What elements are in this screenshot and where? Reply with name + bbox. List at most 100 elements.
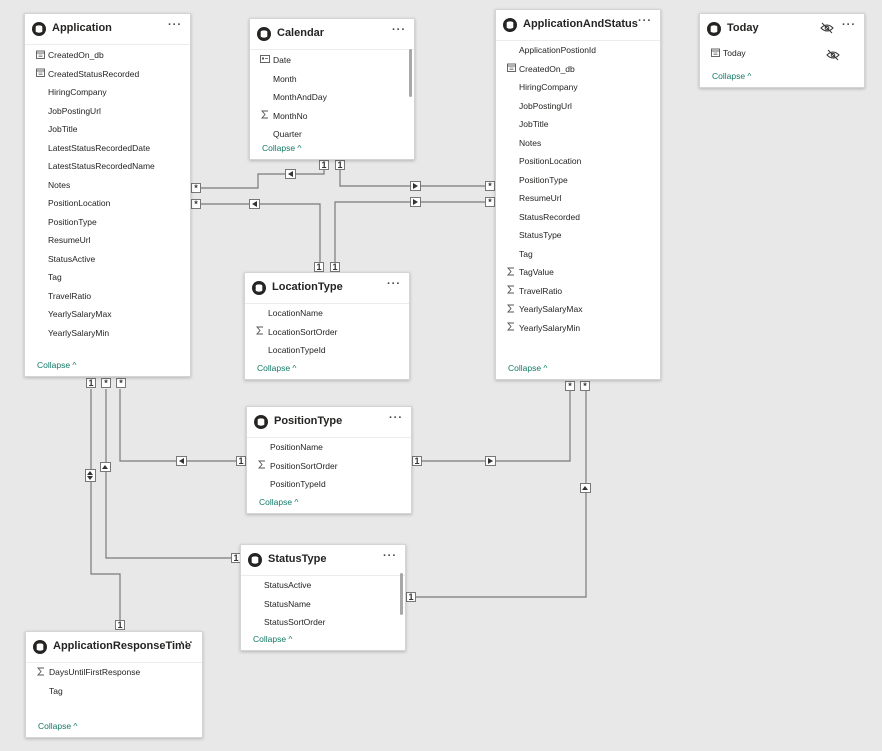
filter-up-arrow-icon[interactable] [580,483,591,493]
field-row[interactable]: YearlySalaryMax [25,305,190,324]
filter-left-arrow-icon[interactable] [249,199,260,209]
more-options-icon[interactable]: ··· [387,278,401,290]
date-hierarchy-icon [260,51,270,70]
table-header[interactable]: PositionType ··· [247,407,411,438]
table-header[interactable]: StatusType ··· [241,545,405,576]
field-row[interactable]: LatestStatusRecordedDate [25,139,190,158]
field-row[interactable]: Tag [496,245,660,264]
field-row[interactable]: JobPostingUrl [25,102,190,121]
field-label: PositionName [270,442,323,452]
hidden-eye-icon[interactable] [820,21,834,39]
table-header[interactable]: Application ··· [25,14,190,45]
table-application-response-time[interactable]: ApplicationResponseTime ··· DaysUntilFir… [25,631,203,738]
field-row[interactable]: Notes [25,176,190,195]
field-label: Tag [519,248,533,259]
table-header[interactable]: Today ··· [700,14,864,44]
field-row[interactable]: YearlySalaryMin [25,324,190,343]
collapse-button[interactable]: Collapse ^ [259,497,299,507]
field-row[interactable]: Tag [26,682,202,701]
filter-both-arrow-icon[interactable] [85,469,96,482]
collapse-button[interactable]: Collapse ^ [262,143,302,153]
field-row[interactable]: PositionType [25,213,190,232]
field-row[interactable]: TagValue [496,263,660,282]
field-row[interactable]: PositionLocation [496,152,660,171]
field-row[interactable]: CreatedOn_db [25,46,190,65]
field-row[interactable]: LocationTypeId [245,341,409,360]
field-row[interactable]: LatestStatusRecordedName [25,157,190,176]
scrollbar[interactable] [400,573,403,615]
collapse-button[interactable]: Collapse ^ [257,363,297,373]
field-row[interactable]: HiringCompany [496,78,660,97]
more-options-icon[interactable]: ··· [389,412,403,424]
field-row[interactable]: StatusType [496,226,660,245]
field-row[interactable]: ResumeUrl [25,231,190,250]
filter-left-arrow-icon[interactable] [176,456,187,466]
field-row[interactable]: Today [700,44,864,63]
collapse-button[interactable]: Collapse ^ [37,360,77,370]
field-row[interactable]: PositionLocation [25,194,190,213]
collapse-button[interactable]: Collapse ^ [712,71,752,81]
field-row[interactable]: JobTitle [496,115,660,134]
field-row[interactable]: MonthNo [250,107,414,126]
table-header[interactable]: Calendar ··· [250,19,414,50]
field-row[interactable]: JobTitle [25,120,190,139]
field-row[interactable]: LocationSortOrder [245,323,409,342]
field-row[interactable]: Quarter [250,125,414,144]
field-row[interactable]: Month [250,70,414,89]
field-row[interactable]: DaysUntilFirstResponse [26,663,202,682]
cardinality-many-marker: * [191,199,201,209]
field-row[interactable]: Notes [496,134,660,153]
field-row[interactable]: ResumeUrl [496,189,660,208]
filter-right-arrow-icon[interactable] [410,197,421,207]
field-row[interactable]: YearlySalaryMax [496,300,660,319]
field-label: CreatedOn_db [48,50,104,60]
scrollbar[interactable] [409,49,412,97]
field-row[interactable]: HiringCompany [25,83,190,102]
filter-left-arrow-icon[interactable] [285,169,296,179]
collapse-button[interactable]: Collapse ^ [508,363,548,373]
collapse-button[interactable]: Collapse ^ [253,634,293,644]
table-header[interactable]: ApplicationAndStatus ··· [496,10,660,41]
field-row[interactable]: StatusRecorded [496,208,660,227]
field-row[interactable]: StatusActive [25,250,190,269]
field-row[interactable]: TravelRatio [25,287,190,306]
more-options-icon[interactable]: ··· [638,15,652,27]
table-header[interactable]: LocationType ··· [245,273,409,304]
field-row[interactable]: PositionType [496,171,660,190]
field-row[interactable]: StatusName [241,595,405,614]
field-row[interactable]: Tag [25,268,190,287]
more-options-icon[interactable]: ··· [392,24,406,36]
field-row[interactable]: PositionName [247,438,411,457]
field-row[interactable]: PositionSortOrder [247,457,411,476]
field-row[interactable]: PositionTypeId [247,475,411,494]
field-row[interactable]: MonthAndDay [250,88,414,107]
field-row[interactable]: CreatedOn_db [496,60,660,79]
table-application-and-status[interactable]: ApplicationAndStatus ··· ApplicationPost… [495,9,661,380]
field-row[interactable]: LocationName [245,304,409,323]
field-label: YearlySalaryMin [48,327,110,338]
more-options-icon[interactable]: ··· [383,550,397,562]
table-header[interactable]: ApplicationResponseTime ··· [26,632,202,663]
more-options-icon[interactable]: ··· [180,637,194,649]
collapse-button[interactable]: Collapse ^ [38,721,78,731]
filter-up-arrow-icon[interactable] [100,462,111,472]
field-row[interactable]: StatusActive [241,576,405,595]
field-row[interactable]: TravelRatio [496,282,660,301]
field-row[interactable]: Date [250,51,414,70]
more-options-icon[interactable]: ··· [168,19,182,31]
filter-right-arrow-icon[interactable] [410,181,421,191]
field-row[interactable]: StatusSortOrder [241,613,405,632]
field-row[interactable]: YearlySalaryMin [496,319,660,338]
field-row[interactable]: JobPostingUrl [496,97,660,116]
hidden-eye-icon[interactable] [826,48,840,66]
field-row[interactable]: CreatedStatusRecorded [25,65,190,84]
more-options-icon[interactable]: ··· [842,19,856,31]
field-row[interactable]: ApplicationPostionId [496,41,660,60]
table-today[interactable]: Today ··· Today Collapse ^ [699,13,865,88]
filter-right-arrow-icon[interactable] [485,456,496,466]
